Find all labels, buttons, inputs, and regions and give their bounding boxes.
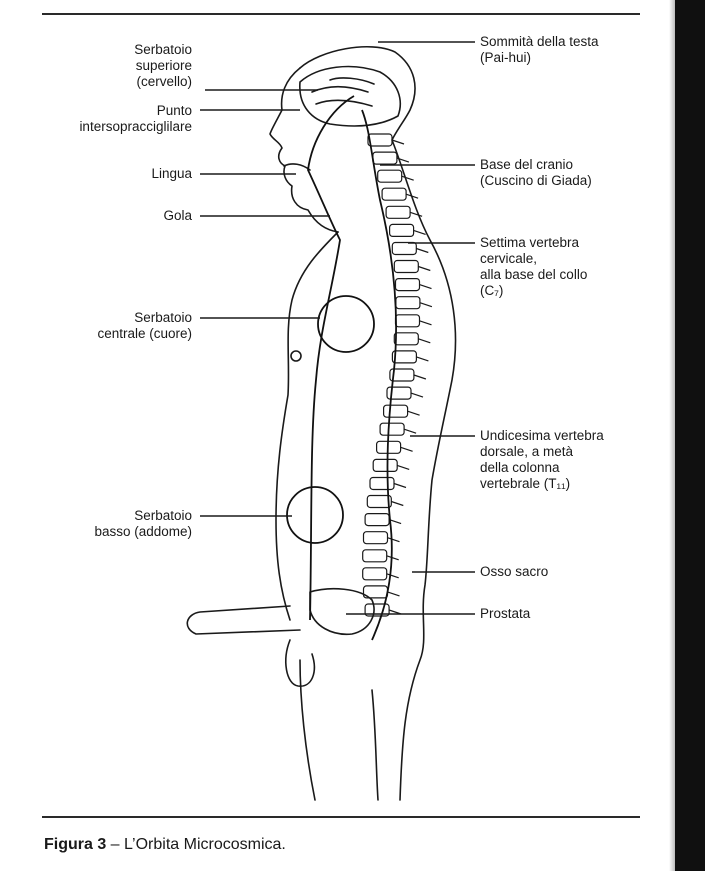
vertebra-process — [418, 338, 431, 344]
vertebra — [383, 404, 409, 418]
vertebra — [364, 512, 390, 527]
vertebra-process — [419, 320, 432, 326]
vertebra-process — [391, 500, 404, 507]
front-torso — [275, 231, 339, 621]
vertebra — [367, 133, 393, 147]
vertebra — [394, 278, 421, 292]
vertebra — [372, 151, 398, 165]
label-serbatoio-superiore: Serbatoio superiore (cervello) — [134, 42, 192, 89]
scrotum — [285, 639, 316, 687]
label-base-cranio: Base del cranio (Cuscino di Giada) — [480, 157, 592, 188]
figure-caption: Figura 3 – L’Orbita Microcosmica. — [44, 836, 286, 854]
vertebra — [381, 187, 407, 201]
page-edge-shadow — [675, 0, 705, 871]
label-settima-vertebra: Settima vertebra cervicale, alla base de… — [480, 235, 588, 298]
heart-center-circle — [317, 295, 375, 353]
label-punto-intersopraccigliare: Punto intersopracciglilare — [79, 103, 192, 134]
vertebra — [395, 296, 421, 310]
vertebra — [377, 169, 403, 183]
vertebra-process — [393, 482, 407, 489]
vertebra-process — [413, 229, 426, 235]
vertebra — [385, 205, 411, 219]
top-rule — [42, 13, 640, 15]
pelvis — [309, 587, 375, 635]
brain — [299, 65, 402, 127]
vertebra-process — [416, 356, 429, 362]
label-serbatoio-basso: Serbatoio basso (addome) — [94, 508, 192, 539]
vertebra-process — [419, 284, 432, 290]
label-lingua: Lingua — [151, 166, 192, 181]
vertebra — [362, 531, 389, 545]
vertebra — [389, 223, 415, 237]
vertebra-process — [416, 247, 429, 254]
vertebra-process — [400, 446, 413, 452]
vertebra-process — [386, 555, 399, 561]
vertebra-process — [409, 211, 423, 217]
vertebra-process — [386, 573, 399, 579]
label-gola: Gola — [163, 208, 192, 223]
label-sommita-testa: Sommità della testa (Pai-hui) — [480, 34, 599, 65]
body-outline — [299, 46, 457, 801]
vertebra — [393, 332, 419, 346]
navel-icon — [290, 350, 302, 362]
vertebra-process — [403, 428, 417, 434]
face-profile — [269, 67, 339, 233]
page-edge-shade — [669, 0, 675, 871]
vertebra — [393, 259, 419, 274]
vertebra — [362, 567, 388, 581]
label-prostata: Prostata — [480, 606, 531, 621]
caption-separator: – — [106, 836, 125, 853]
vertebra — [362, 549, 388, 563]
leg-front — [299, 659, 316, 801]
caption-figure-number: Figura 3 — [44, 836, 107, 853]
penis — [186, 605, 301, 635]
label-osso-sacro: Osso sacro — [480, 564, 549, 579]
vertebra-process — [405, 193, 419, 199]
vertebra-process — [388, 519, 402, 525]
vertebra-process — [401, 175, 414, 181]
orbit-back-channel — [361, 109, 397, 641]
vertebra — [369, 476, 395, 491]
vertebra — [391, 241, 417, 256]
vertebra-process — [397, 464, 410, 470]
vertebra-process — [387, 537, 400, 543]
vertebra — [394, 314, 421, 328]
vertebra — [372, 458, 398, 472]
vertebra-process — [396, 157, 410, 163]
vertebra-process — [413, 374, 427, 380]
vertebra-process — [419, 302, 433, 308]
vertebra-process — [410, 392, 424, 398]
bottom-rule — [42, 816, 640, 818]
orbit-front-channel — [307, 95, 355, 621]
vertebra-process — [387, 591, 400, 597]
vertebra — [379, 422, 405, 436]
brain-folds — [311, 77, 375, 107]
vertebra-process — [418, 265, 431, 272]
label-undicesima-vertebra: Undicesima vertebra dorsale, a metà dell… — [480, 428, 604, 491]
spine — [362, 133, 433, 617]
leg-back — [371, 689, 379, 801]
label-serbatoio-centrale: Serbatoio centrale (cuore) — [97, 310, 192, 341]
abdomen-center-circle — [286, 486, 344, 544]
vertebra-process — [391, 139, 405, 145]
vertebra-process — [407, 410, 420, 416]
mouth — [283, 163, 311, 171]
caption-title: L’Orbita Microcosmica. — [124, 836, 286, 853]
